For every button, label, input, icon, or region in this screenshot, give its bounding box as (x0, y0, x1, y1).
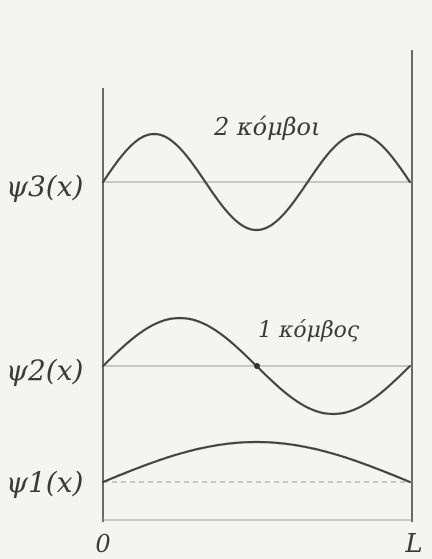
end-label: L (404, 529, 422, 559)
psi3-nodes-note: 2 κόμβοι (213, 113, 320, 141)
psi2-node-marker (254, 363, 260, 369)
psi3-curve (101, 132, 412, 232)
psi1-label: ψ1(x) (6, 466, 83, 499)
psi2-nodes-note: 1 κόμβος (258, 318, 360, 343)
origin-label: 0 (95, 530, 110, 558)
psi1-curve (101, 440, 412, 484)
psi3-label: ψ3(x) (6, 170, 83, 203)
psi2-label: ψ2(x) (6, 354, 83, 387)
